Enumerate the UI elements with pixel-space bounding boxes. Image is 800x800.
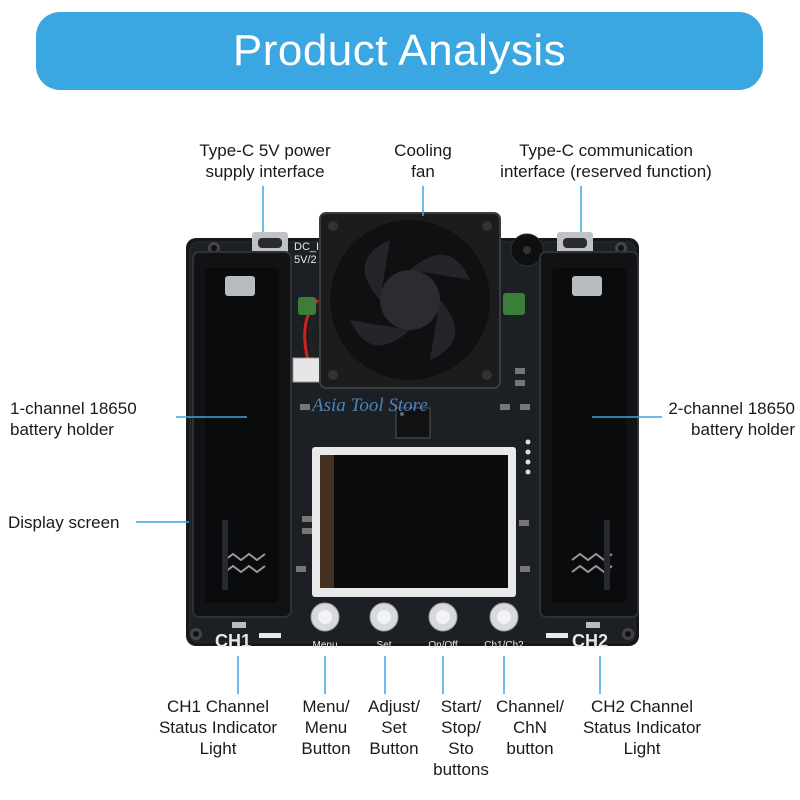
battery-holder-2 xyxy=(539,251,639,618)
menu-button[interactable] xyxy=(310,602,340,632)
set-button[interactable] xyxy=(369,602,399,632)
silk-rating-label: 5V/2 xyxy=(294,254,317,266)
callout-holder1: 1-channel 18650 battery holder xyxy=(10,399,137,439)
banner-title: Product Analysis xyxy=(232,26,567,75)
callout-channel: Channel/ ChN button xyxy=(495,697,565,758)
callout-set: Adjust/ Set Button xyxy=(368,697,420,758)
usb-c-comm-port xyxy=(557,232,593,254)
callout-holder2: 2-channel 18650 battery holder xyxy=(668,399,795,439)
title-banner: Product Analysis xyxy=(36,12,763,90)
usb-c-power-port xyxy=(252,232,288,254)
ch1-status-led xyxy=(232,622,246,628)
inductor xyxy=(503,293,525,315)
silk-dc-label: DC_I xyxy=(294,241,319,253)
smd-components xyxy=(296,368,531,572)
callout-usb-comm: Type-C communication interface (reserved… xyxy=(500,141,712,181)
callout-ch2-led: CH2 Channel Status Indicator Light xyxy=(582,697,702,758)
buzzer xyxy=(510,233,544,267)
display-screen xyxy=(312,447,516,597)
ch1-underline xyxy=(259,633,281,638)
cooling-fan xyxy=(319,212,501,389)
callout-display: Display screen xyxy=(8,513,120,532)
watermark-text: Asia Tool Store xyxy=(310,395,428,416)
ch2-label: CH2 xyxy=(572,631,608,651)
channel-button[interactable] xyxy=(489,602,519,632)
callout-onoff: Start/ Stop/ Sto buttons xyxy=(433,697,489,779)
callout-ch1-led: CH1 Channel Status Indicator Light xyxy=(158,697,278,758)
onoff-button[interactable] xyxy=(428,602,458,632)
pcb-board xyxy=(186,238,639,646)
leader-lines xyxy=(136,186,662,694)
callout-usb-power: Type-C 5V power supply interface xyxy=(199,141,331,181)
button-label-menu: Menu xyxy=(312,640,337,651)
ch2-underline xyxy=(546,633,568,638)
button-label-set: Set xyxy=(376,640,391,651)
battery-holder-1 xyxy=(192,251,292,618)
ch2-status-led xyxy=(586,622,600,628)
callout-fan: Cooling fan xyxy=(394,141,452,181)
inductor xyxy=(298,297,316,315)
callout-menu: Menu/ Menu Button xyxy=(301,697,351,758)
button-label-channel: Ch1/Ch2 xyxy=(484,640,524,651)
mcu-chip xyxy=(395,407,431,439)
button-label-onoff: On/Off xyxy=(428,640,457,651)
ch1-label: CH1 xyxy=(215,631,251,651)
